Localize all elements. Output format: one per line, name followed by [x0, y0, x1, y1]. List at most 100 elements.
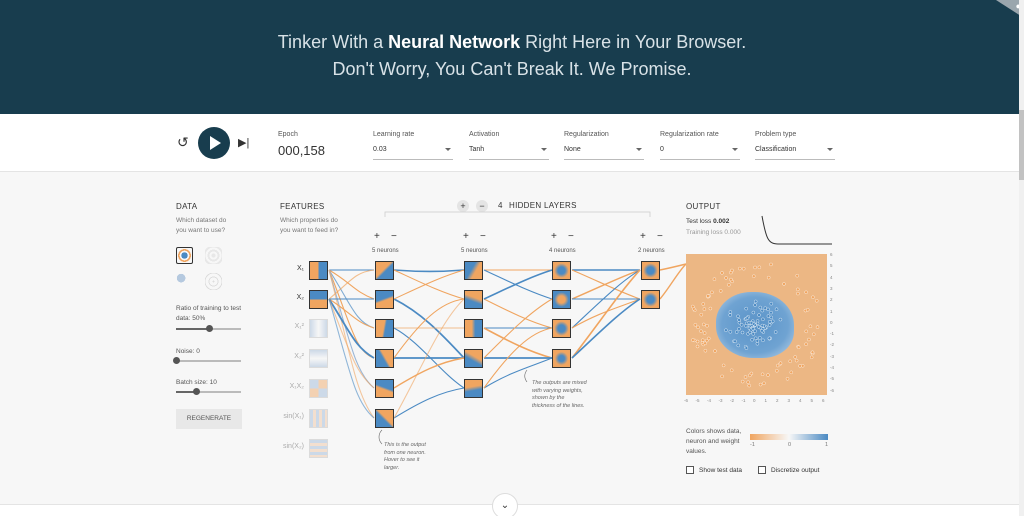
layer1-neuron-3[interactable] — [375, 319, 394, 338]
loss-chart — [761, 215, 832, 245]
layer2-add-neuron-button[interactable]: + — [463, 231, 469, 242]
add-layer-button[interactable]: + — [457, 200, 469, 212]
layer4-remove-neuron-button[interactable]: − — [657, 231, 663, 242]
layer1-neuron-1[interactable] — [375, 261, 394, 280]
discretize-output-label: Discretize output — [771, 467, 820, 474]
layer2-neuron-4[interactable] — [464, 349, 483, 368]
y-axis-tick: -5 — [830, 376, 835, 382]
step-button[interactable]: ▶| — [238, 137, 250, 149]
noise-slider-handle[interactable] — [173, 357, 180, 364]
layer1-neuron-5[interactable] — [375, 379, 394, 398]
test-loss: Test loss 0.002 — [686, 218, 730, 225]
feature-node-x2[interactable] — [309, 290, 328, 309]
layer1-neuron-6[interactable] — [375, 409, 394, 428]
layer3-neuron-4[interactable] — [552, 349, 571, 368]
discretize-output-checkbox[interactable] — [758, 466, 766, 474]
y-axis-tick: 0 — [830, 319, 833, 325]
regularization-rate-select[interactable]: 0 — [660, 146, 740, 160]
layer4-add-neuron-button[interactable]: + — [640, 231, 646, 242]
features-title: FEATURES — [280, 202, 325, 211]
x-axis-tick: -5 — [695, 398, 700, 403]
layer3-remove-neuron-button[interactable]: − — [568, 231, 574, 242]
network-connections — [328, 211, 687, 445]
layer2-neuron-1[interactable] — [464, 261, 483, 280]
feature-label-x1x2: X₁X₂ — [289, 383, 304, 390]
scrollbar-thumb[interactable] — [1019, 110, 1024, 180]
epoch-label: Epoch — [278, 131, 298, 138]
color-legend-text: Colors shows data, neuron and weight val… — [686, 428, 742, 455]
ratio-slider-handle[interactable] — [205, 325, 213, 332]
batch-size-slider[interactable] — [176, 388, 241, 395]
feature-label-sin-x1: sin(X₁) — [283, 413, 304, 420]
dataset-xor[interactable] — [205, 247, 222, 264]
play-pause-button[interactable] — [198, 127, 230, 159]
reset-icon[interactable]: ↺ — [177, 134, 189, 150]
x-axis-tick: -1 — [741, 398, 746, 403]
color-scale-bar — [750, 434, 828, 440]
x-axis-tick: 0 — [753, 398, 756, 403]
remove-layer-button[interactable]: − — [476, 200, 488, 212]
layer4-neuron-2[interactable] — [641, 290, 660, 309]
activation-select[interactable]: Tanh — [469, 146, 549, 160]
x-axis-tick: 1 — [764, 398, 768, 403]
feature-label-x1: X₁ — [296, 265, 304, 272]
regularization-select[interactable]: None — [564, 146, 644, 160]
feature-node-x1-squared[interactable] — [309, 319, 328, 338]
chevron-down-icon — [827, 148, 833, 151]
y-axis-tick: -1 — [830, 331, 835, 337]
show-test-data-checkbox[interactable] — [686, 466, 694, 474]
layer1-add-neuron-button[interactable]: + — [374, 231, 380, 242]
problem-type-select[interactable]: Classification — [755, 146, 835, 160]
headline-line-2: Don't Worry, You Can't Break It. We Prom… — [332, 59, 692, 79]
x-axis-tick: 4 — [799, 398, 802, 403]
color-scale-tick-max: 1 — [825, 442, 829, 448]
feature-label-sin-x2: sin(X₂) — [283, 443, 304, 450]
batch-size-slider-handle[interactable] — [192, 388, 200, 395]
output-plot[interactable] — [686, 254, 827, 395]
dataset-circle[interactable] — [176, 247, 193, 264]
layer1-remove-neuron-button[interactable]: − — [391, 231, 397, 242]
x-axis-tick: -4 — [707, 398, 712, 403]
layer1-neuron-4[interactable] — [375, 349, 394, 368]
noise-slider[interactable] — [173, 357, 241, 364]
feature-node-x1x2[interactable] — [309, 379, 328, 398]
y-axis-tick: -3 — [830, 353, 835, 359]
layer2-neuron-2[interactable] — [464, 290, 483, 309]
dataset-gaussian[interactable] — [176, 273, 193, 290]
scroll-down-icon[interactable]: ⌄ — [492, 493, 518, 516]
chevron-down-icon — [541, 148, 547, 151]
layer3-neurons-label: 4 neurons — [549, 248, 576, 254]
dataset-spiral[interactable] — [205, 273, 222, 290]
feature-node-sin-x1[interactable] — [309, 409, 328, 428]
learning-rate-select[interactable]: 0.03 — [373, 146, 453, 160]
layer2-remove-neuron-button[interactable]: − — [480, 231, 486, 242]
chevron-down-icon — [732, 148, 738, 151]
layer3-neuron-3[interactable] — [552, 319, 571, 338]
page-scrollbar[interactable] — [1019, 0, 1024, 516]
neuron-output-note: This is the output from one neuron. Hove… — [384, 442, 426, 471]
x-axis-tick: -3 — [718, 398, 723, 403]
y-axis-tick: 4 — [830, 274, 833, 280]
ratio-slider[interactable] — [176, 325, 241, 332]
show-test-data-label: Show test data — [699, 467, 742, 474]
x-axis-tick: 5 — [810, 398, 814, 403]
y-axis-tick: -2 — [830, 342, 835, 348]
feature-node-x1[interactable] — [309, 261, 328, 280]
data-subtitle: Which dataset do you want to use? — [176, 217, 227, 234]
layer3-neuron-2[interactable] — [552, 290, 571, 309]
layer2-neuron-5[interactable] — [464, 379, 483, 398]
epoch-value: 000,158 — [278, 143, 325, 158]
layer4-neuron-1[interactable] — [641, 261, 660, 280]
main-area: DATA Which dataset do you want to use? R… — [0, 172, 1024, 504]
regenerate-button[interactable]: REGENERATE — [176, 409, 242, 429]
layer2-neuron-3[interactable] — [464, 319, 483, 338]
chevron-down-icon — [445, 148, 451, 151]
layer2-neurons-label: 5 neurons — [461, 248, 488, 254]
batch-size-label: Batch size: 10 — [176, 379, 217, 386]
activation-label: Activation — [469, 131, 500, 138]
layer3-neuron-1[interactable] — [552, 261, 571, 280]
layer1-neuron-2[interactable] — [375, 290, 394, 309]
feature-node-sin-x2[interactable] — [309, 439, 328, 458]
feature-node-x2-squared[interactable] — [309, 349, 328, 368]
layer3-add-neuron-button[interactable]: + — [551, 231, 557, 242]
